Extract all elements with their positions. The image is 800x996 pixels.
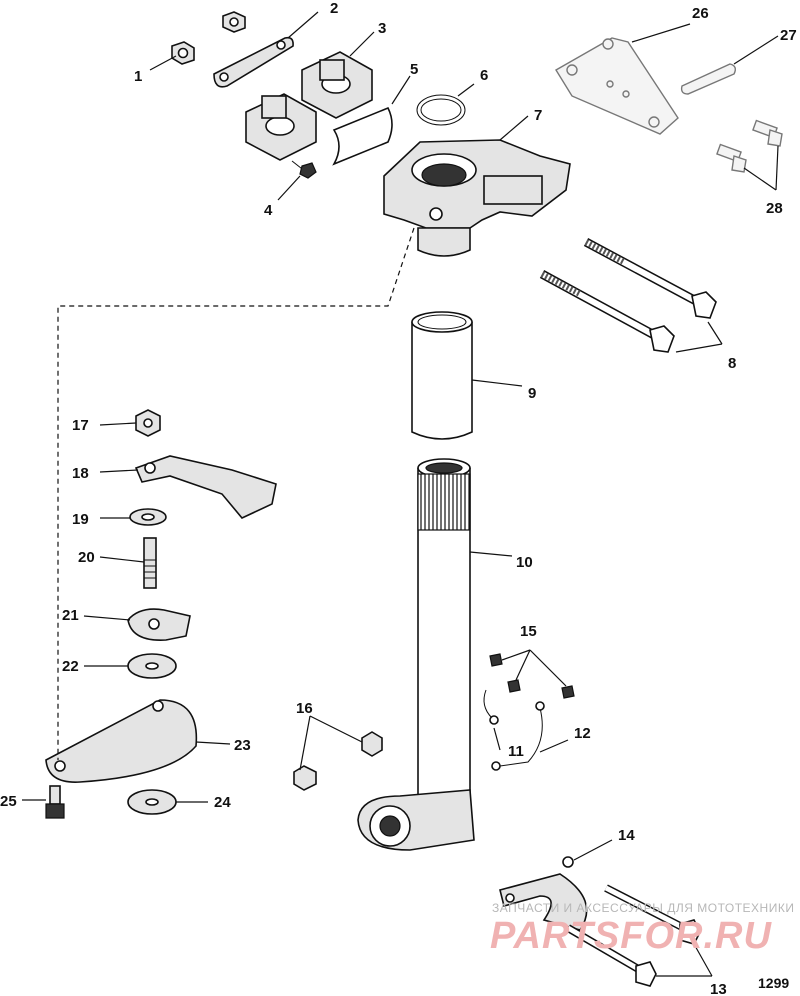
watermark-tagline: ЗАПЧАСТИ И АКСЕССУАРЫ ДЛЯ МОТОТЕХНИКИ xyxy=(492,901,794,915)
callout-27: 27 xyxy=(780,27,797,44)
part-2-nut xyxy=(222,11,246,33)
figure-code: 1299 xyxy=(758,975,789,991)
part-5-liner xyxy=(332,106,393,166)
callout-13: 13 xyxy=(710,981,727,996)
callout-19: 19 xyxy=(72,511,89,528)
part-28-bolts xyxy=(716,119,783,173)
part-27-strip xyxy=(680,63,737,95)
callout-5: 5 xyxy=(410,61,418,78)
part-22-pad xyxy=(127,653,177,679)
callout-20: 20 xyxy=(78,549,95,566)
part-1-nut xyxy=(171,41,195,65)
callout-24: 24 xyxy=(214,794,231,811)
part-11-12-15-hardware xyxy=(483,653,575,771)
callout-25: 25 xyxy=(0,793,17,810)
callout-16: 16 xyxy=(296,700,313,717)
watermark: ЗАПЧАСТИ И АКСЕССУАРЫ ДЛЯ МОТОТЕХНИКИ PA… xyxy=(490,901,794,957)
part-19-washer xyxy=(129,508,167,526)
part-21-tab-washer xyxy=(127,608,191,641)
callout-8: 8 xyxy=(728,355,736,372)
callout-23: 23 xyxy=(234,737,251,754)
part-14-clamp xyxy=(499,856,588,931)
part-3-mounts xyxy=(245,51,373,161)
callout-11: 11 xyxy=(508,743,524,760)
callout-21: 21 xyxy=(62,607,79,624)
assembly-dashed-line xyxy=(57,227,415,760)
part-9-bushing xyxy=(411,311,473,440)
callout-14: 14 xyxy=(618,827,635,844)
callout-4: 4 xyxy=(264,202,273,219)
part-13-bolts xyxy=(565,884,701,987)
part-2-plate xyxy=(213,36,294,88)
part-24-pad xyxy=(127,789,177,815)
callout-28: 28 xyxy=(766,200,783,217)
part-7-swivel-bracket xyxy=(383,139,571,257)
callout-7: 7 xyxy=(534,107,542,124)
part-6-ring xyxy=(416,94,466,126)
part-17-nut xyxy=(135,409,161,437)
part-23-plate xyxy=(45,699,198,783)
part-20-stud xyxy=(143,537,157,589)
callout-18: 18 xyxy=(72,465,89,482)
callout-22: 22 xyxy=(62,658,79,675)
callout-3: 3 xyxy=(378,20,386,37)
callout-6: 6 xyxy=(480,67,488,84)
part-8-bolts xyxy=(539,238,717,353)
callout-12: 12 xyxy=(574,725,591,742)
callout-26: 26 xyxy=(692,5,709,22)
callout-1: 1 xyxy=(134,68,142,85)
part-26-bracket xyxy=(555,37,679,135)
callout-9: 9 xyxy=(528,385,536,402)
watermark-logo: PARTSFOR.RU xyxy=(490,915,772,957)
callout-10: 10 xyxy=(516,554,533,571)
part-10-shaft xyxy=(357,458,475,851)
callout-15: 15 xyxy=(520,623,537,640)
part-18-arm xyxy=(134,455,277,519)
part-4-screw xyxy=(291,160,317,179)
part-25-screw xyxy=(45,785,65,819)
part-16-nuts xyxy=(293,731,383,791)
leader-lines xyxy=(22,11,779,977)
callout-2: 2 xyxy=(330,0,338,17)
callout-17: 17 xyxy=(72,417,89,434)
